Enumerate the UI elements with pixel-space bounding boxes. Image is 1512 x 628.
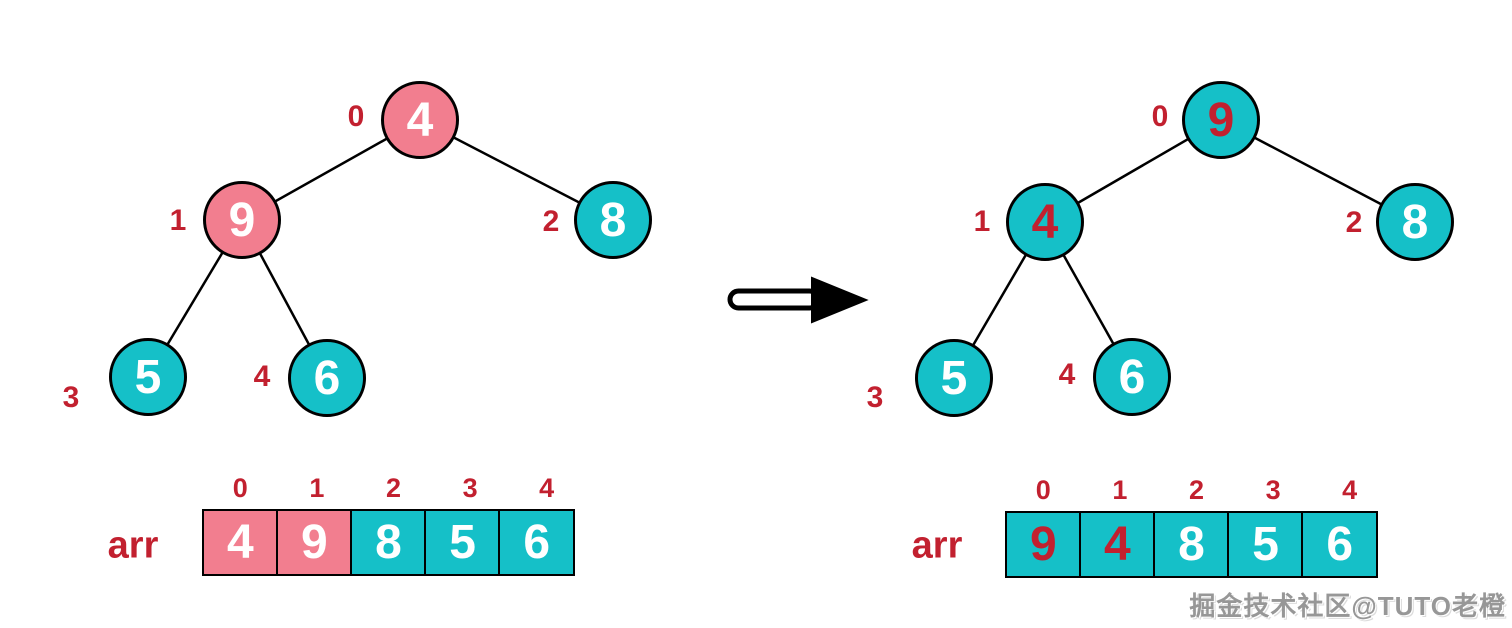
- array-index: 0: [1035, 475, 1051, 505]
- node-index-label: 3: [62, 381, 80, 414]
- node-index-label: 4: [1058, 358, 1076, 391]
- array-cell: 4: [1079, 511, 1156, 578]
- array-index: 2: [385, 473, 401, 503]
- node-index-label: 1: [973, 205, 991, 238]
- node-index-label: 2: [542, 205, 560, 238]
- array-index: 4: [539, 473, 555, 503]
- array-index: 3: [1265, 475, 1281, 505]
- array-index: 2: [1188, 475, 1204, 505]
- node-index-label: 1: [169, 204, 187, 237]
- tree-node: 4: [1006, 183, 1084, 261]
- array-index: 1: [309, 473, 325, 503]
- array-index: 1: [1112, 475, 1128, 505]
- array-index-row: 0 1 2 3 4: [202, 473, 585, 504]
- watermark: 掘金技术社区@TUTO老橙: [1189, 591, 1506, 621]
- array-label: arr: [107, 524, 159, 567]
- array-cell: 4: [202, 509, 279, 576]
- tree-node: 4: [381, 81, 459, 159]
- tree-node: 5: [109, 338, 187, 416]
- node-index-label: 0: [1151, 100, 1169, 133]
- tree-node: 6: [288, 339, 366, 417]
- array-cell: 5: [424, 509, 501, 576]
- array-cell: 5: [1227, 511, 1304, 578]
- array-cell: 6: [498, 509, 575, 576]
- array-index-row: 0 1 2 3 4: [1005, 475, 1388, 506]
- right-arrow-icon: [727, 276, 869, 324]
- array-cell: 6: [1301, 511, 1378, 578]
- array-cell: 8: [350, 509, 427, 576]
- array-cell: 8: [1153, 511, 1230, 578]
- array-row: 4 9 8 5 6: [202, 509, 575, 576]
- tree-node: 5: [915, 339, 993, 417]
- tree-node: 9: [203, 181, 281, 259]
- node-index-label: 4: [253, 360, 271, 393]
- node-index-label: 2: [1345, 206, 1363, 239]
- tree-node: 6: [1093, 338, 1171, 416]
- tree-node: 8: [1376, 183, 1454, 261]
- array-cell: 9: [276, 509, 353, 576]
- array-index: 3: [462, 473, 478, 503]
- array-index: 4: [1342, 475, 1358, 505]
- tree-node: 9: [1182, 81, 1260, 159]
- array-cell: 9: [1005, 511, 1082, 578]
- node-index-label: 0: [347, 100, 365, 133]
- array-label: arr: [911, 524, 963, 567]
- array-row: 9 4 8 5 6: [1005, 511, 1378, 578]
- node-index-label: 3: [866, 381, 884, 414]
- tree-node: 8: [574, 181, 652, 259]
- array-index: 0: [232, 473, 248, 503]
